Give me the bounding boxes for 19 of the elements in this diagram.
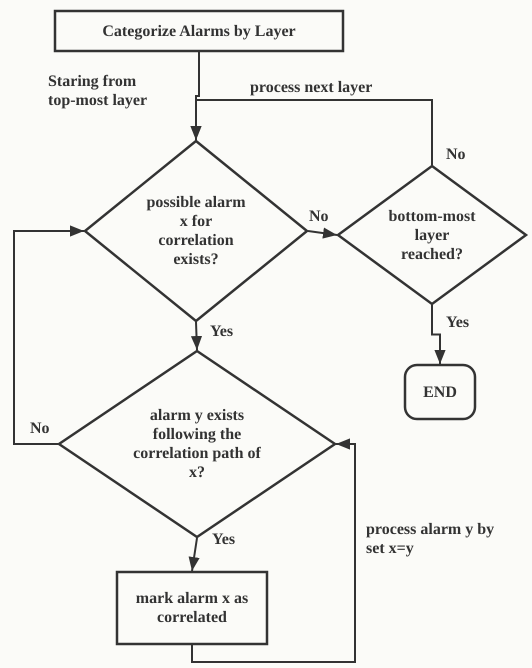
node-text: alarm y exists following the correlation path of x?	[132, 406, 262, 482]
edge-label: process next layer	[250, 78, 372, 97]
arrow	[190, 99, 433, 165]
arrow	[191, 438, 356, 663]
node-text: mark alarm x as correlated	[134, 589, 250, 627]
arrow	[431, 305, 446, 364]
node-text: bottom-most layer reached?	[387, 206, 477, 264]
arrow	[13, 225, 84, 445]
arrow	[190, 322, 202, 350]
decision-diamond	[337, 165, 527, 305]
decision-diamond	[84, 140, 308, 322]
node-text: Categorize Alarms by Layer	[101, 22, 297, 40]
process-box	[116, 571, 268, 645]
arrow	[308, 228, 338, 239]
arrow	[188, 538, 200, 572]
node-text: END	[422, 382, 458, 402]
process-box	[54, 10, 344, 52]
terminal-box	[404, 364, 476, 420]
node-text: possible alarm x for correlation exists?	[145, 193, 247, 269]
